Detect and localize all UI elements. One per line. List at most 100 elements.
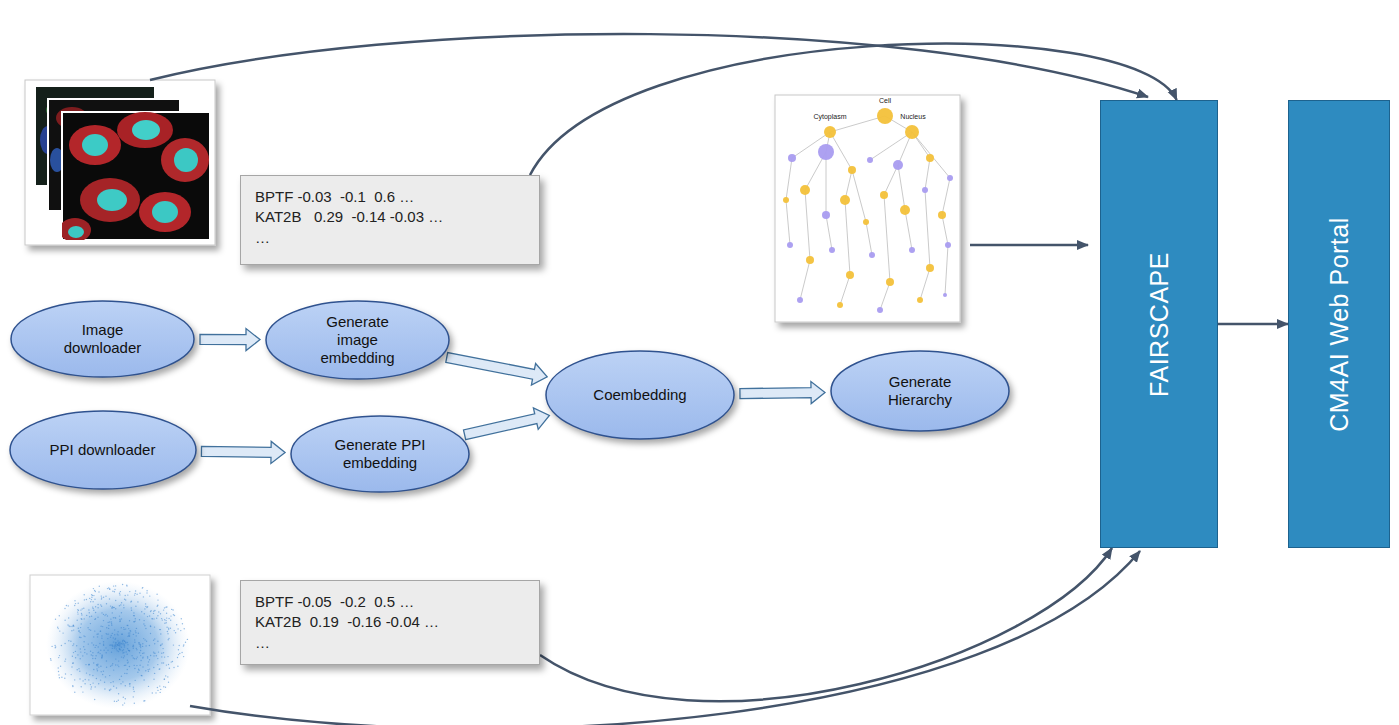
- ppi-dot: [78, 610, 79, 611]
- ppi-dot: [99, 653, 100, 654]
- cytoplasm: [117, 112, 173, 148]
- ppi-dot: [98, 591, 99, 592]
- ppi-dot: [99, 586, 100, 587]
- ppi-dot: [114, 634, 115, 635]
- ppi-dot: [115, 642, 116, 643]
- process-ellipse: Generate PPI embedding: [290, 415, 470, 493]
- ppi-dot: [140, 660, 141, 661]
- ppi-dot: [107, 588, 108, 589]
- ppi-dot: [127, 669, 128, 670]
- ppi-dot: [143, 638, 144, 639]
- ppi-dot: [79, 671, 80, 672]
- ppi-dot: [84, 618, 85, 619]
- ppi-dot: [183, 656, 184, 657]
- ppi-dot: [129, 591, 130, 592]
- ppi-dot: [154, 638, 155, 639]
- ppi-dot: [98, 683, 99, 684]
- ppi-dot: [119, 594, 120, 595]
- hierarchy-link: [786, 200, 790, 245]
- ppi-dot: [153, 655, 154, 656]
- ppi-dot: [164, 678, 165, 679]
- ppi-dot: [101, 635, 102, 636]
- ppi-dot: [128, 650, 129, 651]
- ppi-dot: [118, 651, 119, 652]
- ppi-dot: [142, 657, 143, 658]
- hierarchy-link: [925, 158, 930, 190]
- ppi-dot: [129, 634, 130, 635]
- hierarchy-node: [886, 278, 894, 286]
- ppi-dot: [144, 608, 145, 609]
- ppi-dot: [127, 625, 128, 626]
- ppi-dot: [126, 585, 127, 586]
- nucleus: [82, 134, 108, 156]
- ppi-dot: [86, 615, 87, 616]
- ppi-dot: [118, 643, 119, 644]
- ppi-dot: [131, 655, 132, 656]
- ppi-dot: [60, 666, 61, 667]
- ppi-dot: [127, 642, 128, 643]
- ppi-dot: [65, 658, 66, 659]
- ppi-dot: [106, 634, 107, 635]
- hierarchy-link: [852, 170, 866, 222]
- hierarchy-link: [884, 195, 890, 282]
- ppi-dot: [167, 656, 168, 657]
- ppi-dot: [124, 641, 125, 642]
- upload-arrow: [530, 44, 1177, 175]
- ppi-dot: [160, 689, 161, 690]
- ppi-dot: [92, 655, 93, 656]
- ppi-dot: [103, 645, 104, 646]
- block-arrow: [464, 408, 550, 440]
- ppi-dot: [162, 648, 163, 649]
- ppi-dot: [164, 623, 165, 624]
- ppi-dot: [75, 657, 76, 658]
- ppi-dot: [113, 585, 114, 586]
- ppi-dot: [80, 627, 81, 628]
- ppi-dot: [114, 591, 115, 592]
- ppi-dot: [59, 615, 60, 616]
- ppi-dot: [160, 645, 161, 646]
- hierarchy-node: [909, 247, 915, 253]
- ppi-dot: [103, 671, 104, 672]
- ppi-dot: [157, 658, 158, 659]
- ppi-dot: [138, 670, 139, 671]
- ppi-dot: [90, 601, 91, 602]
- ppi-dot: [159, 629, 160, 630]
- ppi-dot: [123, 649, 124, 650]
- ppi-dot: [121, 647, 122, 648]
- ppi-dot: [122, 643, 123, 644]
- ppi-dot: [125, 685, 126, 686]
- ppi-dot: [135, 593, 136, 594]
- ppi-dot: [90, 623, 91, 624]
- ppi-dot: [128, 650, 129, 651]
- ppi-dot: [134, 642, 135, 643]
- ppi-dot: [50, 660, 51, 661]
- ppi-dot: [95, 618, 96, 619]
- ppi-dot: [74, 605, 75, 606]
- ppi-dot: [163, 686, 164, 687]
- process-ellipse: Coembedding: [545, 350, 735, 440]
- ppi-dot: [88, 679, 89, 680]
- ppi-dot: [102, 655, 103, 656]
- ppi-dot: [83, 646, 84, 647]
- ppi-dot: [101, 657, 102, 658]
- hierarchy-node: [783, 197, 789, 203]
- process-ellipse: PPI downloader: [9, 410, 197, 490]
- ppi-dot: [97, 670, 98, 671]
- ppi-dot: [97, 607, 98, 608]
- ppi-dot: [86, 653, 87, 654]
- ppi-dot: [80, 658, 81, 659]
- ppi-dot: [154, 610, 155, 611]
- hierarchy-node: [943, 293, 947, 297]
- ppi-dot: [121, 627, 122, 628]
- ppi-dot: [106, 603, 107, 604]
- hierarchy-node: [877, 307, 883, 313]
- ppi-dot: [117, 664, 118, 665]
- ppi-dot: [136, 594, 137, 595]
- cytoplasm: [161, 138, 209, 182]
- ppi-dot: [109, 690, 110, 691]
- ppi-dot: [135, 632, 136, 633]
- nucleus: [132, 120, 160, 140]
- ppi-dot: [103, 597, 104, 598]
- hierarchy-link: [945, 245, 948, 295]
- ppi-dot: [171, 661, 172, 662]
